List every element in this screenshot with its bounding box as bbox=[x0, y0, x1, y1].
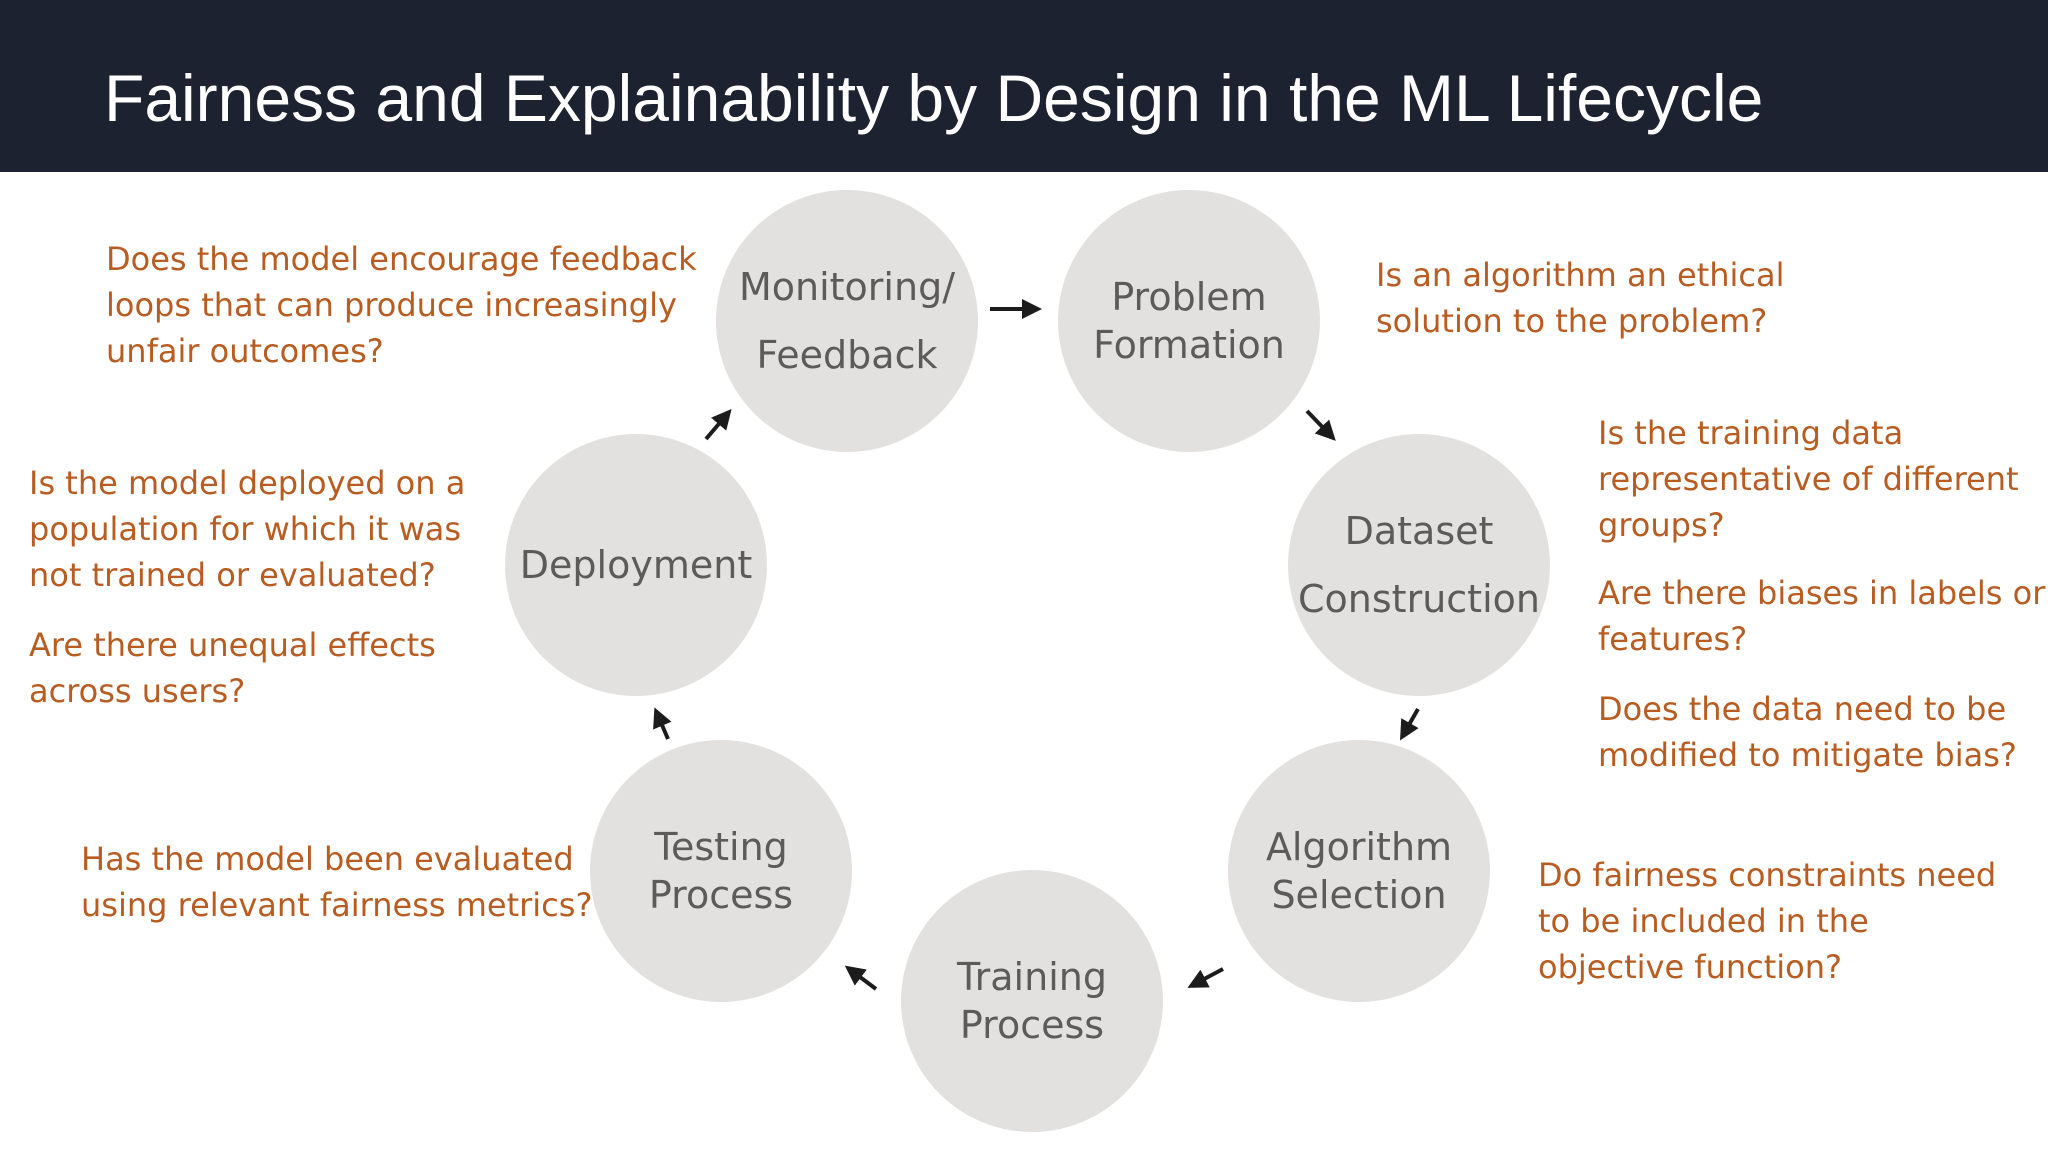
stage-label: Construction bbox=[1298, 577, 1540, 621]
questions-monitoring: Does the model encourage feedback loops … bbox=[106, 236, 697, 374]
arrow-problem-to-dataset-icon bbox=[1305, 409, 1336, 441]
question-line: Has the model been evaluated bbox=[81, 840, 574, 878]
stage-label: Algorithm bbox=[1265, 825, 1453, 869]
stage-deployment: Deployment bbox=[505, 434, 767, 696]
stage-label: Monitoring/ bbox=[738, 265, 955, 309]
stage-training-process: Training Process bbox=[901, 870, 1163, 1132]
stage-dataset-construction: Dataset Construction bbox=[1288, 434, 1550, 696]
arrow-dataset-to-algorithm-icon bbox=[1400, 708, 1420, 741]
question-line: using relevant fairness metrics? bbox=[81, 886, 593, 924]
question-line: Is an algorithm an ethical bbox=[1376, 256, 1785, 294]
question-line: population for which it was bbox=[29, 510, 462, 548]
question-line: loops that can produce increasingly bbox=[106, 286, 677, 324]
question-line: Is the training data bbox=[1598, 414, 1904, 452]
stage-label: Testing bbox=[654, 825, 788, 869]
question-line: Does the model encourage feedback bbox=[106, 240, 697, 278]
stage-label: Problem bbox=[1111, 275, 1267, 319]
question-line: not trained or evaluated? bbox=[29, 556, 436, 594]
question-line: to be included in the bbox=[1538, 902, 1869, 940]
questions-testing: Has the model been evaluated using relev… bbox=[81, 836, 592, 928]
stage-algorithm-selection: Algorithm Selection bbox=[1228, 740, 1490, 1002]
questions-dataset-mitigate: Does the data need to be modified to mit… bbox=[1598, 686, 2017, 778]
question-line: across users? bbox=[29, 672, 246, 710]
question-line: modified to mitigate bias? bbox=[1598, 736, 2017, 774]
arrow-training-to-testing-icon bbox=[844, 965, 878, 991]
question-line: Are there biases in labels or bbox=[1598, 574, 2046, 612]
question-line: features? bbox=[1598, 620, 1748, 658]
arrow-testing-to-deployment-icon bbox=[653, 707, 672, 740]
question-line: representative of different bbox=[1598, 460, 2019, 498]
stage-label: Process bbox=[648, 873, 794, 917]
stage-testing-process: Testing Process bbox=[590, 740, 852, 1002]
questions-deployment-population: Is the model deployed on a population fo… bbox=[29, 460, 465, 598]
question-line: groups? bbox=[1598, 506, 1725, 544]
stage-label: Dataset bbox=[1344, 509, 1494, 553]
stage-label: Process bbox=[959, 1003, 1105, 1047]
questions-algorithm: Do fairness constraints need to be inclu… bbox=[1538, 852, 1996, 990]
arrow-deployment-to-monitoring-icon bbox=[704, 408, 732, 441]
question-line: Does the data need to be bbox=[1598, 690, 2007, 728]
stage-label: Deployment bbox=[519, 543, 753, 587]
stage-problem-formation: Problem Formation bbox=[1058, 190, 1320, 452]
stage-monitoring-feedback: Monitoring/ Feedback bbox=[716, 190, 978, 452]
question-line: unfair outcomes? bbox=[106, 332, 384, 370]
question-line: Is the model deployed on a bbox=[29, 464, 466, 502]
stage-label: Feedback bbox=[756, 333, 938, 377]
header-bar: Fairness and Explainability by Design in… bbox=[0, 0, 2048, 172]
questions-deployment-unequal: Are there unequal effects across users? bbox=[29, 622, 436, 714]
question-line: objective function? bbox=[1538, 948, 1842, 986]
question-line: Are there unequal effects bbox=[29, 626, 436, 664]
questions-dataset-biases: Are there biases in labels or features? bbox=[1598, 570, 2045, 662]
question-line: Do fairness constraints need bbox=[1538, 856, 1997, 894]
arrow-algorithm-to-training-icon bbox=[1187, 967, 1224, 988]
stage-label: Formation bbox=[1093, 323, 1285, 367]
questions-dataset-representative: Is the training data representative of d… bbox=[1598, 410, 2019, 548]
page-title: Fairness and Explainability by Design in… bbox=[104, 61, 1764, 135]
question-line: solution to the problem? bbox=[1376, 302, 1768, 340]
questions-problem: Is an algorithm an ethical solution to t… bbox=[1376, 252, 1785, 344]
stage-label: Selection bbox=[1271, 873, 1447, 917]
stage-label: Training bbox=[957, 955, 1107, 999]
